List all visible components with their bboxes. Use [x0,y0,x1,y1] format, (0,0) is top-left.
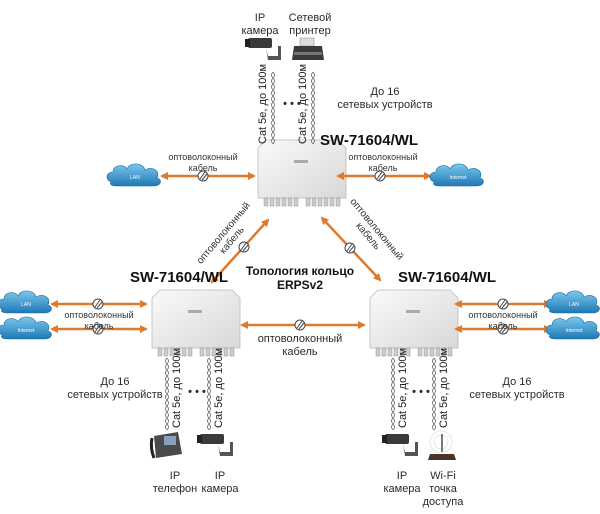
cloud-lan-top: LAN [106,163,161,187]
switch-left [151,289,241,357]
fiber-link-right-lan [454,298,552,310]
svg-text:LAN: LAN [130,175,140,181]
switch-label-right: SW-71604/WL [398,269,497,286]
cloud-internet-left: Internet [0,316,52,340]
copper-label-top-1: Cat 5e, до 100м [257,63,269,144]
ellipsis-top: • • • [283,98,301,110]
switch-right [369,289,459,357]
cloud-lan-right: LAN [545,290,600,314]
svg-text:Internet: Internet [18,328,36,334]
fiber-link-top-left [160,170,256,182]
copper-label-left-2: Cat 5e, до 100м [213,347,225,428]
cloud-internet-right: Internet [545,316,600,340]
switch-label-left: SW-71604/WL [130,269,229,286]
fiber-link-left-lan [50,298,148,310]
fiber-link-left-internet [50,323,148,335]
ip-camera-icon [197,434,233,456]
fiber-link-ring-left [210,218,270,284]
fiber-link-ring-bottom [240,319,366,331]
copper-cable-top-2 [311,71,315,145]
ip-camera-icon [382,434,418,456]
ellipsis-right: • • • [412,386,430,398]
ip-phone-icon [149,432,182,459]
ellipsis-left: • • • [188,386,206,398]
wifi-access-point-icon [428,430,456,460]
fiber-link-ring-right [320,216,382,282]
fiber-link-top-right [336,170,432,182]
cloud-lan-left: LAN [0,290,52,314]
fiber-link-right-internet [454,323,552,335]
svg-text:LAN: LAN [21,302,31,308]
cloud-internet-top: Internet [429,163,484,187]
ip-camera-icon [245,38,281,60]
switch-label-top: SW-71604/WL [320,132,419,149]
network-printer-icon [292,37,324,60]
copper-cable-top-1 [271,71,275,145]
svg-text:Internet: Internet [566,328,584,334]
copper-label-right-2: Cat 5e, до 100м [438,347,450,428]
switch-top [257,139,347,207]
copper-cable-right-1 [391,357,395,431]
svg-text:LAN: LAN [569,302,579,308]
svg-text:Internet: Internet [450,175,468,181]
